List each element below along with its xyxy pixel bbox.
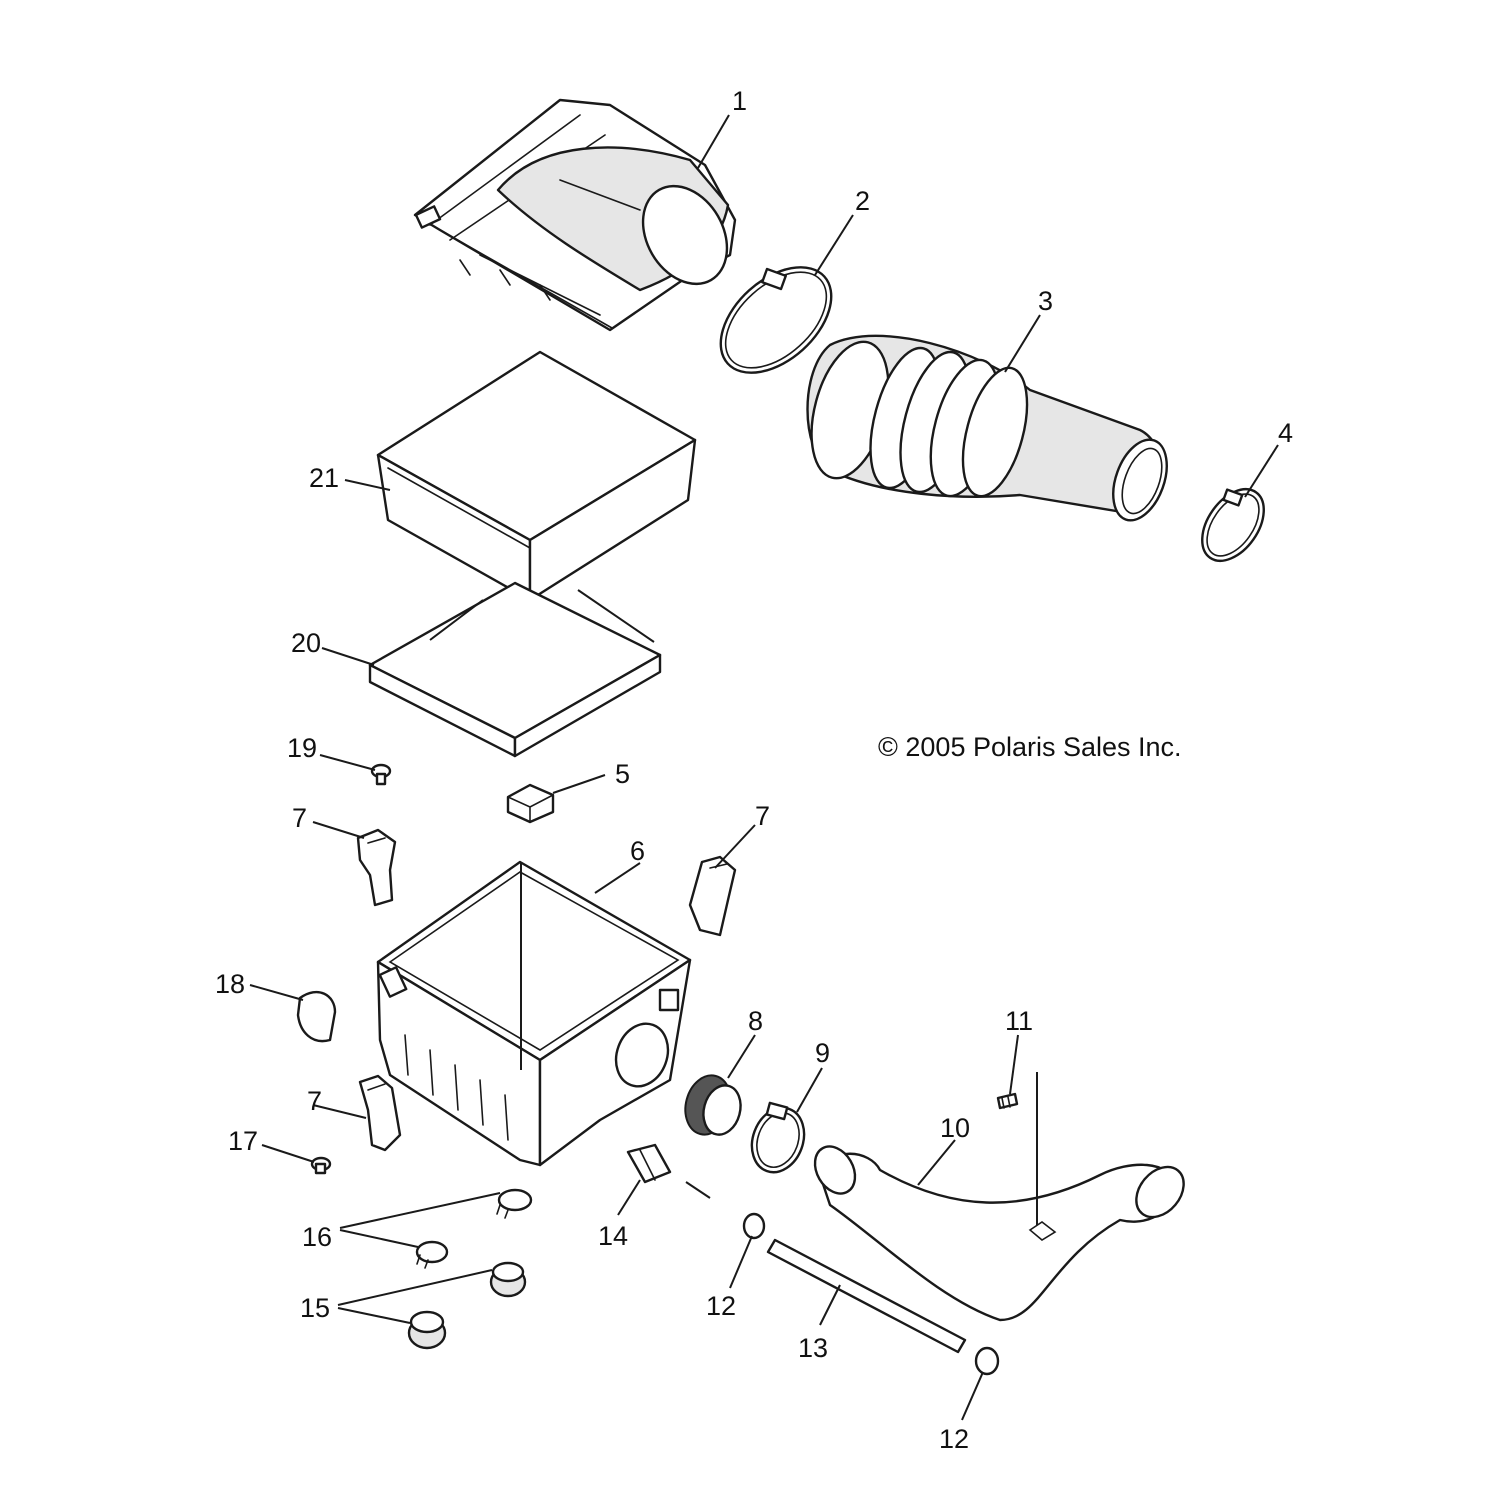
part-17-screw (310, 1156, 332, 1175)
callout-11: 11 (1005, 1006, 1033, 1036)
part-15-caps (407, 1261, 527, 1350)
part-6-airbox-base (376, 860, 692, 1167)
part-21-air-filter (376, 350, 697, 602)
part-7-bracket-upper-left (356, 828, 397, 907)
part-14-fitting (626, 1143, 711, 1199)
callout-15: 15 (300, 1293, 330, 1323)
callout-16: 16 (302, 1222, 332, 1252)
leader-lines (249, 114, 1279, 1421)
callout-13: 13 (798, 1333, 828, 1363)
part-3-intake-boot (806, 334, 1168, 522)
part-20-filter-pad (368, 581, 662, 758)
part-12-clamp-upper (742, 1212, 766, 1240)
callout-3: 3 (1038, 286, 1053, 316)
part-13-drain-hose (766, 1238, 967, 1354)
part-7-bracket-lower (358, 1074, 402, 1152)
callout-10: 10 (940, 1113, 970, 1143)
part-10-outlet-tube (813, 1072, 1185, 1322)
callout-12-upper: 12 (706, 1291, 736, 1321)
part-18-clip (296, 991, 337, 1043)
callout-5: 5 (615, 759, 630, 789)
callout-6: 6 (630, 836, 645, 866)
part-7-bracket-upper-right (688, 855, 737, 937)
part-12-clamp-lower (974, 1346, 1000, 1376)
part-19-screw (370, 763, 392, 786)
callout-12-lower: 12 (939, 1424, 969, 1454)
callout-2: 2 (855, 186, 870, 216)
callout-18: 18 (215, 969, 245, 999)
callout-labels: 1 2 3 4 5 6 7 7 7 8 9 10 11 12 12 13 14 … (215, 86, 1293, 1454)
callout-7-lower: 7 (307, 1086, 322, 1116)
callout-7-upper-left: 7 (292, 803, 307, 833)
callout-4: 4 (1278, 418, 1293, 448)
part-1-airbox-cover (413, 98, 737, 332)
callout-8: 8 (748, 1006, 763, 1036)
part-11-screw (996, 1092, 1019, 1110)
callout-20: 20 (291, 628, 321, 658)
part-5-foam-block (506, 783, 555, 824)
callout-21: 21 (309, 463, 339, 493)
part-2-hose-clamp (719, 266, 833, 374)
part-8-grommet (684, 1074, 742, 1136)
copyright-notice: © 2005 Polaris Sales Inc. (878, 732, 1182, 762)
callout-9: 9 (815, 1038, 830, 1068)
callout-17: 17 (228, 1126, 258, 1156)
callout-1: 1 (732, 86, 747, 116)
callout-19: 19 (287, 733, 317, 763)
part-9-hose-clamp (750, 1101, 806, 1174)
callout-7-upper-right: 7 (755, 801, 770, 831)
part-4-hose-clamp (1201, 488, 1265, 562)
callout-14: 14 (598, 1221, 628, 1251)
part-16-wire-clamps (415, 1188, 533, 1269)
